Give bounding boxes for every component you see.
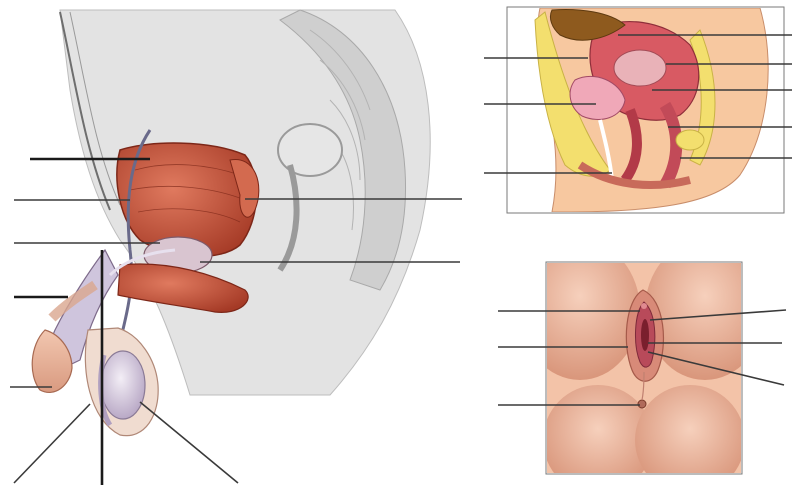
leader-male-8 [14,404,90,483]
clitoris [641,303,647,309]
right-thigh [645,240,765,380]
leader-male-10 [140,402,238,483]
anus [638,400,646,408]
rectum [278,124,342,176]
male-reproductive-panel [10,10,462,485]
testis [101,351,145,419]
female-sagittal-panel [484,7,792,213]
left-thigh [520,240,640,380]
female-external-panel [498,240,786,487]
